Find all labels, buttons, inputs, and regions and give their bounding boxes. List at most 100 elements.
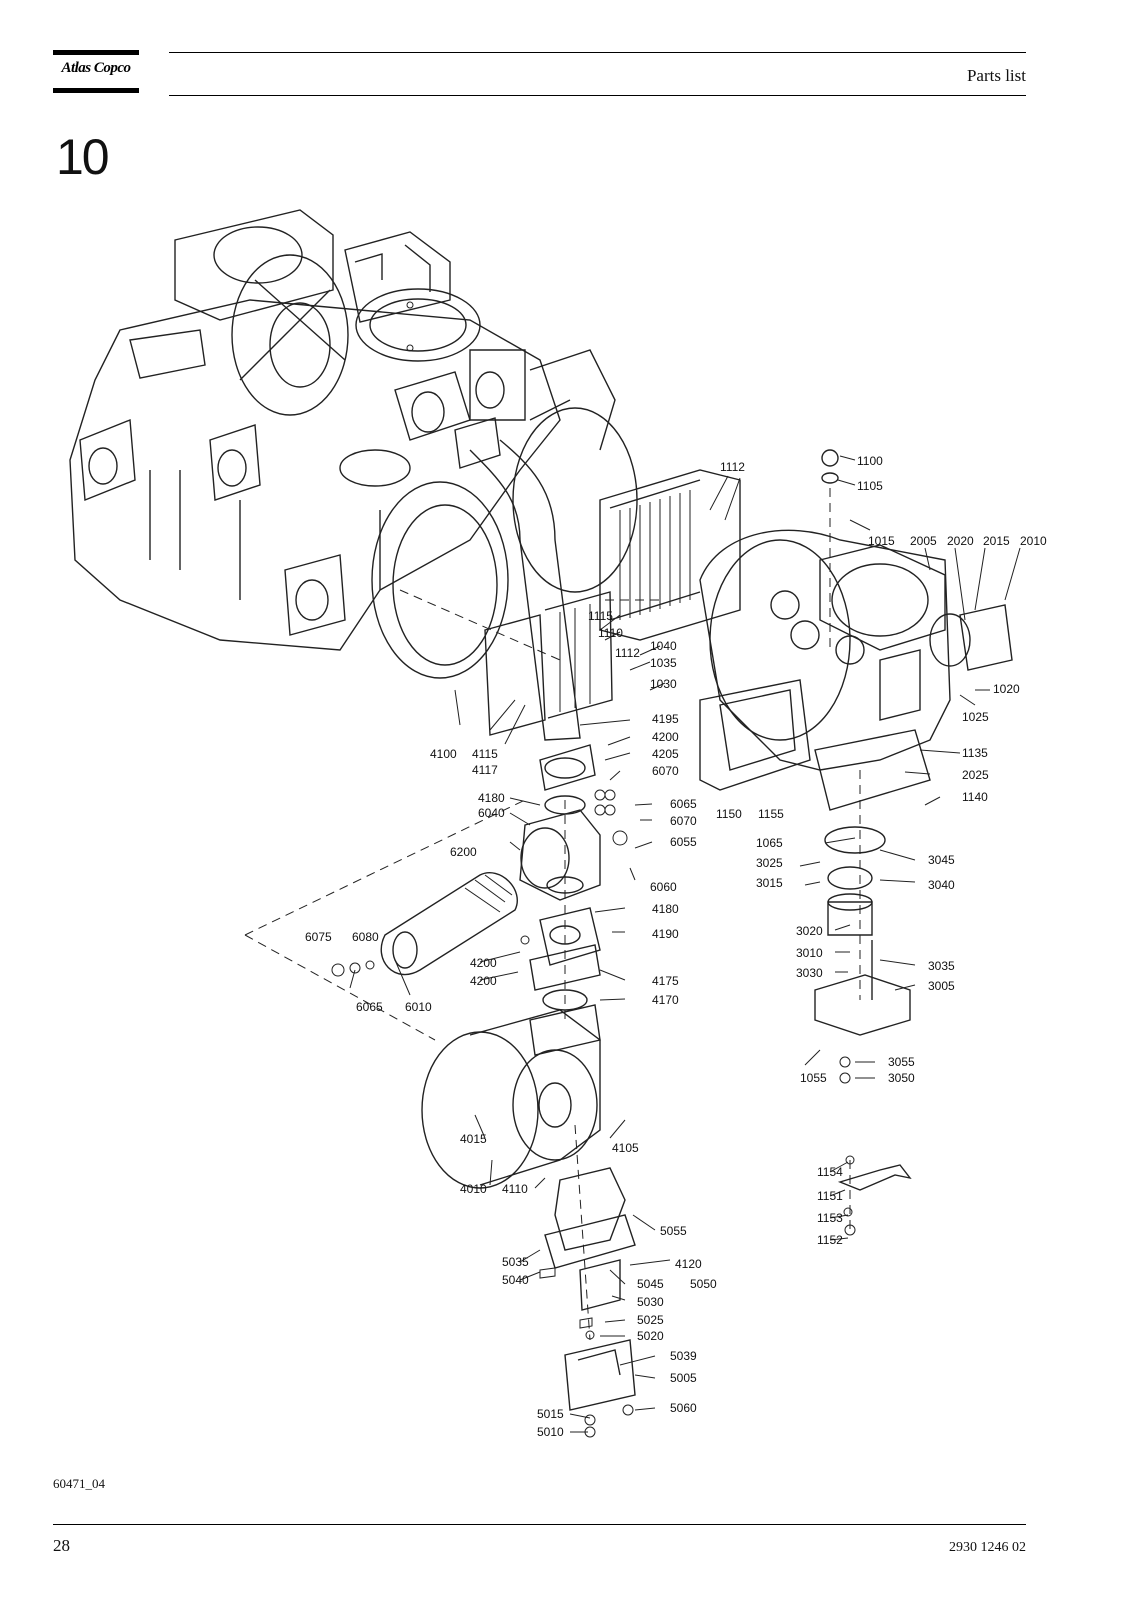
callout-4205: 4205 — [652, 747, 679, 761]
callout-3010: 3010 — [796, 946, 823, 960]
header-rule-top — [169, 52, 1026, 53]
brand-logo: Atlas Copco — [53, 50, 139, 94]
footer-rule — [53, 1524, 1026, 1525]
callout-4175: 4175 — [652, 974, 679, 988]
page-number: 28 — [53, 1536, 70, 1555]
document-number: 2930 1246 02 — [949, 1540, 1026, 1555]
callout-2005: 2005 — [910, 534, 937, 548]
callout-3020: 3020 — [796, 924, 823, 938]
assembly-lines — [244, 488, 861, 1341]
callout-1100: 1100 — [857, 454, 883, 468]
callout-6070: 6070 — [670, 814, 697, 828]
callout-4110: 4110 — [502, 1182, 528, 1196]
intercooler — [484, 469, 741, 736]
callout-3055: 3055 — [888, 1055, 915, 1069]
callout-6075: 6075 — [305, 930, 332, 944]
callout-6200: 6200 — [450, 845, 477, 859]
leader-lines — [349, 455, 1021, 1433]
oil-pump-housing — [421, 1004, 636, 1411]
callout-1154: 1154 — [817, 1165, 843, 1179]
callout-4115: 4115 — [472, 747, 498, 761]
callout-4200: 4200 — [652, 730, 679, 744]
callout-3005: 3005 — [928, 979, 955, 993]
callout-6055: 6055 — [670, 835, 697, 849]
callout-1112: 1112 — [720, 460, 745, 474]
callout-6065: 6065 — [670, 797, 697, 811]
callout-6070: 6070 — [652, 764, 679, 778]
callout-4170: 4170 — [652, 993, 679, 1007]
callout-2010: 2010 — [1020, 534, 1047, 548]
callout-5040: 5040 — [502, 1273, 529, 1287]
callout-3035: 3035 — [928, 959, 955, 973]
callout-3030: 3030 — [796, 966, 823, 980]
callout-1020: 1020 — [993, 682, 1020, 696]
callout-1025: 1025 — [962, 710, 989, 724]
callout-4015: 4015 — [460, 1132, 487, 1146]
callout-6065: 6065 — [356, 1000, 383, 1014]
callout-labels: 1100 1105 1112 1015 2005 2020 2015 2010 … — [305, 454, 1047, 1439]
callout-2025: 2025 — [962, 768, 989, 782]
callout-5015: 5015 — [537, 1407, 564, 1421]
gearbox-casing — [699, 529, 1013, 811]
callout-5030: 5030 — [637, 1295, 664, 1309]
callout-4010: 4010 — [460, 1182, 487, 1196]
fasteners — [331, 449, 856, 1438]
callout-3025: 3025 — [756, 856, 783, 870]
callout-3040: 3040 — [928, 878, 955, 892]
callout-6010: 6010 — [405, 1000, 432, 1014]
callout-3045: 3045 — [928, 853, 955, 867]
callout-4120: 4120 — [675, 1257, 702, 1271]
section-number: 10 — [56, 129, 110, 185]
callout-1040: 1040 — [650, 639, 677, 653]
callout-5045: 5045 — [637, 1277, 664, 1291]
callout-1140: 1140 — [962, 790, 988, 804]
callout-5050: 5050 — [690, 1277, 717, 1291]
discharge-pipe — [454, 417, 596, 791]
bracket — [837, 1164, 912, 1191]
callout-4117: 4117 — [472, 763, 498, 777]
logo-wordmark: Atlas Copco — [61, 60, 131, 76]
callout-6060: 6060 — [650, 880, 677, 894]
callout-5010: 5010 — [537, 1425, 564, 1439]
callout-1152: 1152 — [817, 1233, 843, 1247]
header-rule-bottom — [169, 95, 1026, 96]
section-title: Parts list — [966, 66, 1026, 85]
callout-4180: 4180 — [652, 902, 679, 916]
callout-1105: 1105 — [857, 479, 883, 493]
logo-bar-bottom — [53, 88, 139, 93]
callout-4195: 4195 — [652, 712, 679, 726]
callout-5055: 5055 — [660, 1224, 687, 1238]
callout-1015: 1015 — [868, 534, 895, 548]
callout-5005: 5005 — [670, 1371, 697, 1385]
callout-1112: 1112 — [615, 646, 640, 660]
logo-bar-top — [53, 50, 139, 55]
callout-5039: 5039 — [670, 1349, 697, 1363]
callout-4200: 4200 — [470, 974, 497, 988]
callout-5025: 5025 — [637, 1313, 664, 1327]
callout-1151: 1151 — [817, 1189, 843, 1203]
callout-6080: 6080 — [352, 930, 379, 944]
callout-4180: 4180 — [478, 791, 505, 805]
callout-4105: 4105 — [612, 1141, 639, 1155]
callout-2015: 2015 — [983, 534, 1010, 548]
callout-3015: 3015 — [756, 876, 783, 890]
callout-5035: 5035 — [502, 1255, 529, 1269]
callout-3050: 3050 — [888, 1071, 915, 1085]
callout-1135: 1135 — [962, 746, 988, 760]
callout-1155: 1155 — [758, 807, 784, 821]
callout-5060: 5060 — [670, 1401, 697, 1415]
unloader-valve — [814, 826, 911, 1036]
callout-4200: 4200 — [470, 956, 497, 970]
callout-1110: 1110 — [598, 626, 623, 640]
callout-1115: 1115 — [588, 609, 613, 623]
drawing-code: 60471_04 — [53, 1476, 105, 1491]
callout-1150: 1150 — [716, 807, 742, 821]
callout-1065: 1065 — [756, 836, 783, 850]
callout-4190: 4190 — [652, 927, 679, 941]
callout-2020: 2020 — [947, 534, 974, 548]
callout-5020: 5020 — [637, 1329, 664, 1343]
callout-6040: 6040 — [478, 806, 505, 820]
callout-1055: 1055 — [800, 1071, 827, 1085]
callout-1035: 1035 — [650, 656, 677, 670]
